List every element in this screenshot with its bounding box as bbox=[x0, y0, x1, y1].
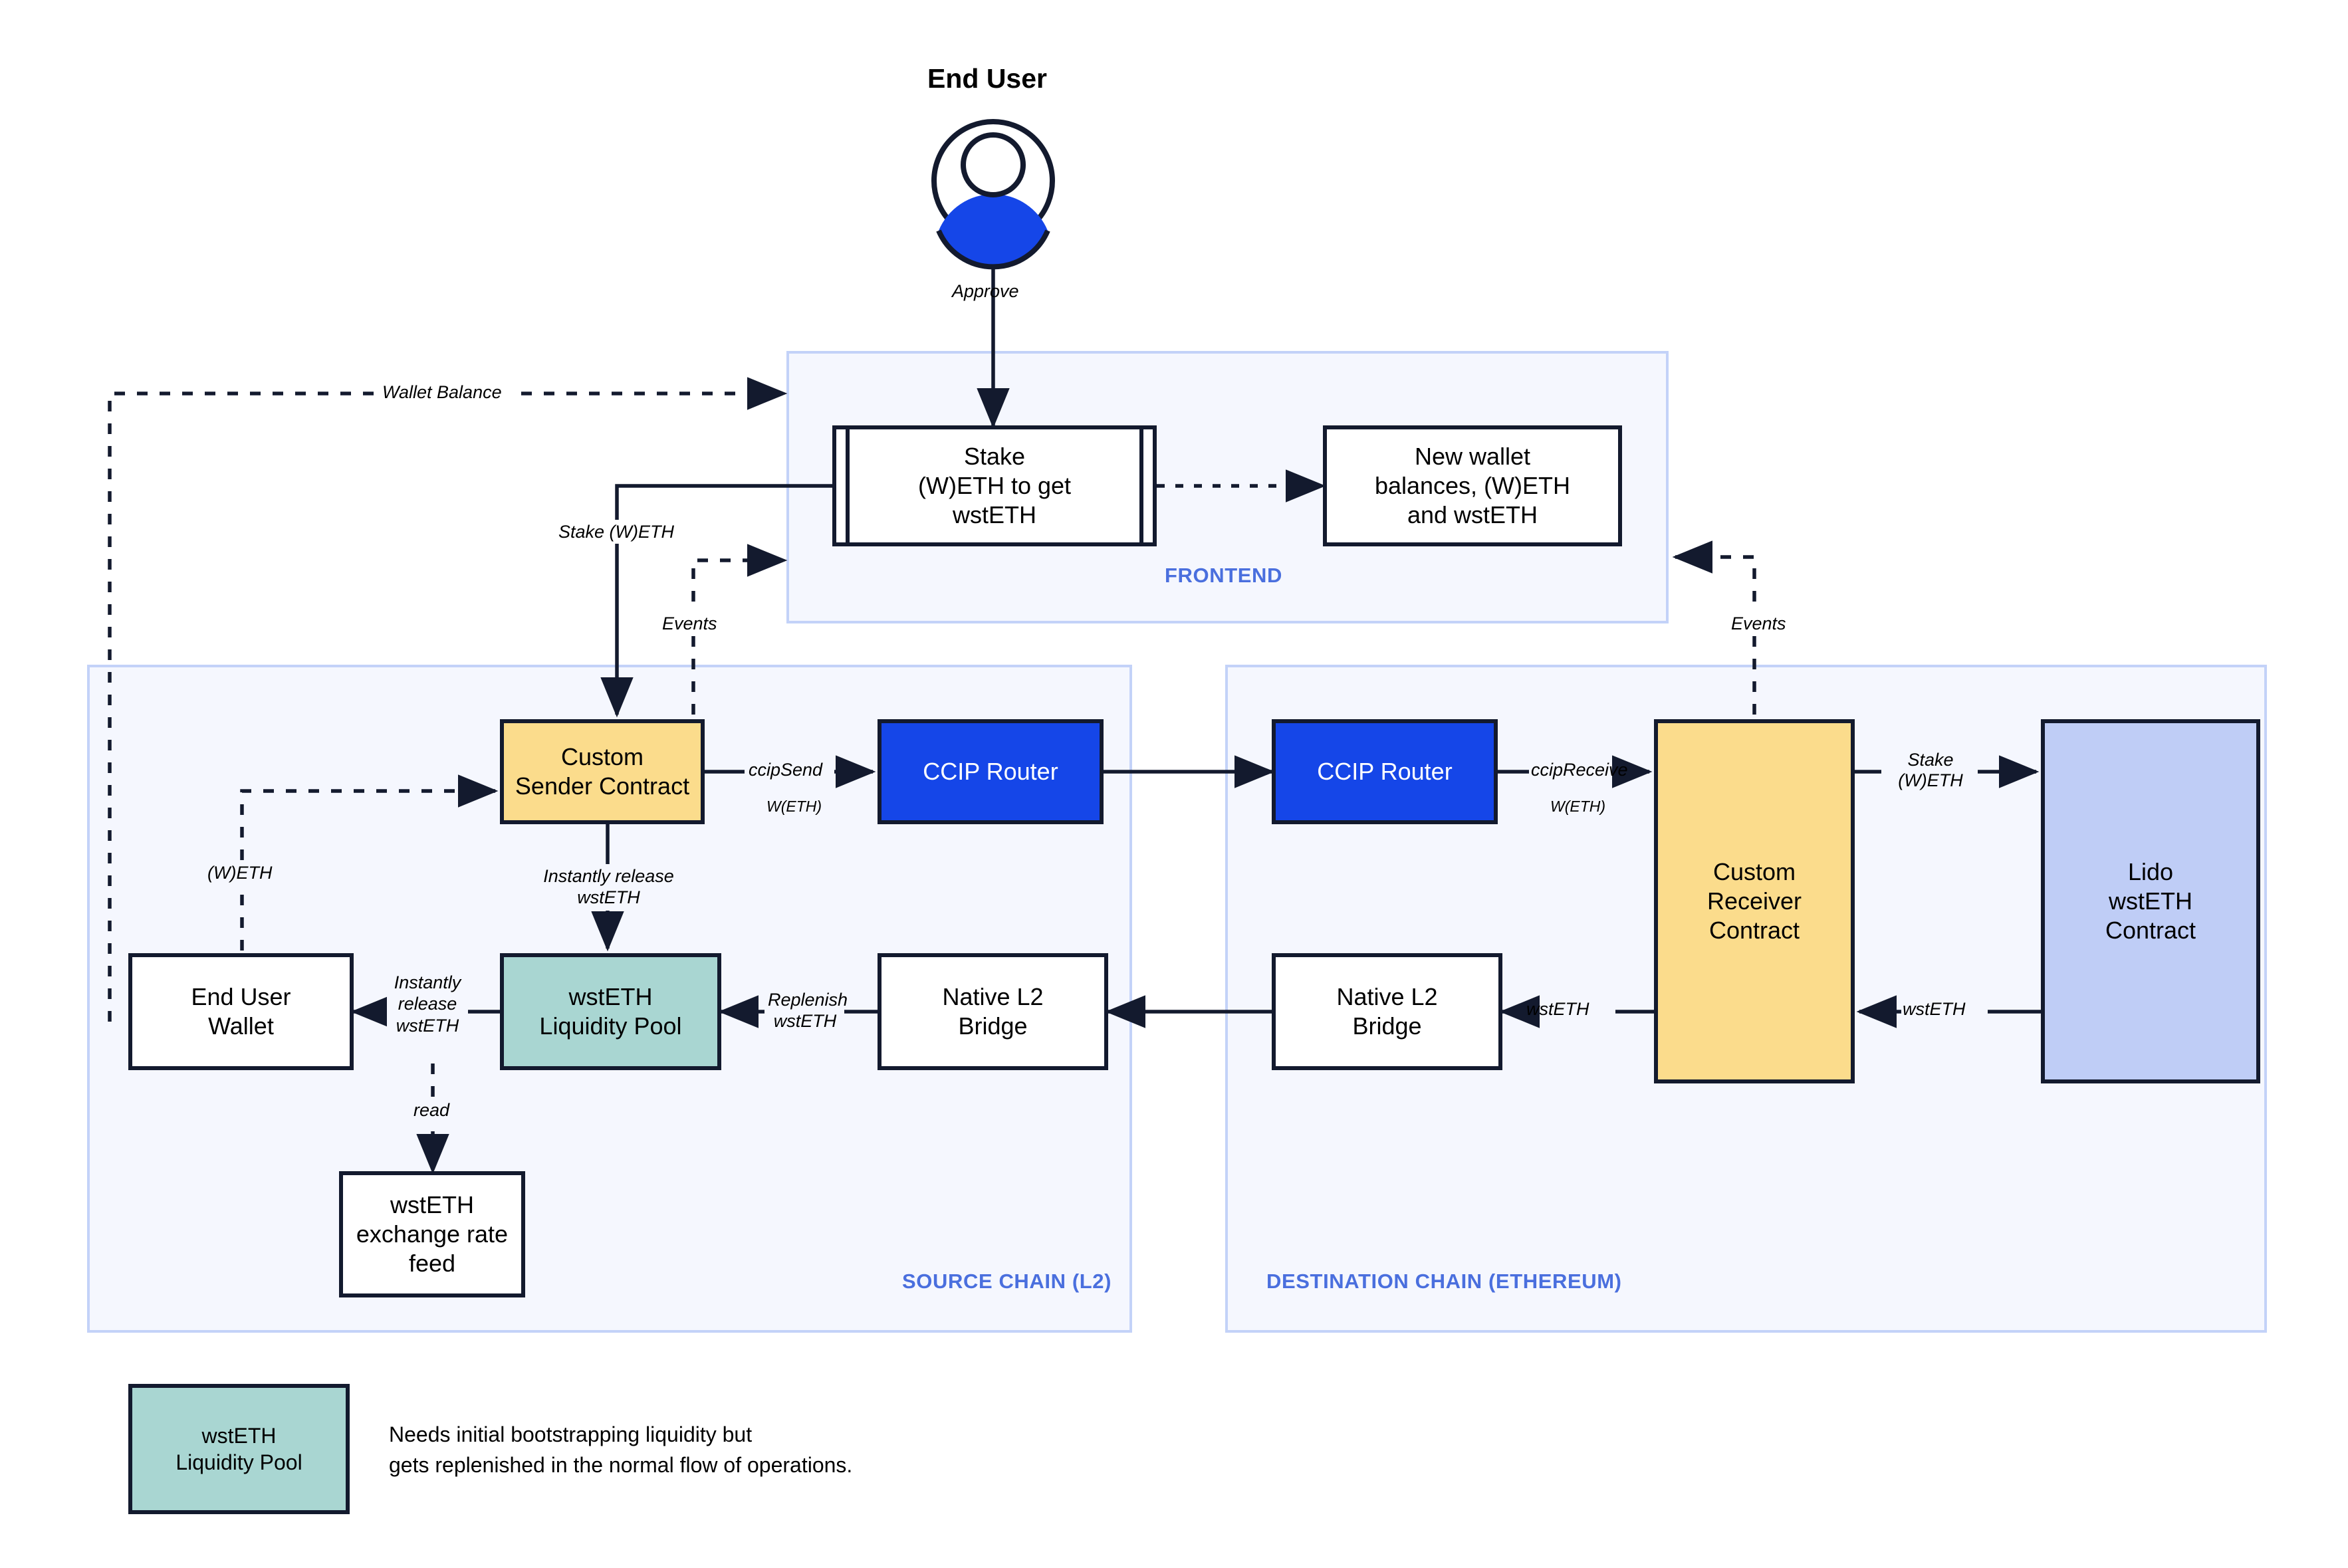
edge-label-approve: Approve bbox=[952, 281, 1019, 301]
user-avatar-icon bbox=[931, 119, 1055, 270]
edge-label-instantly-release-wallet: Instantly release wstETH bbox=[387, 972, 468, 1037]
node-lido-wsteth-contract: Lido wstETH Contract bbox=[2041, 719, 2260, 1083]
zone-frontend-label: FRONTEND bbox=[1165, 564, 1283, 587]
node-wsteth-liquidity-pool: wstETH Liquidity Pool bbox=[500, 953, 721, 1070]
node-new-wallet-balances: New wallet balances, (W)ETH and wstETH bbox=[1323, 425, 1622, 546]
node-custom-receiver-contract: Custom Receiver Contract bbox=[1654, 719, 1855, 1083]
edge-label-wsteth-middle: wstETH bbox=[1526, 999, 1589, 1019]
edge-label-ccip-send: ccipSend bbox=[749, 760, 823, 780]
zone-destination-chain-label: DESTINATION CHAIN (ETHEREUM) bbox=[1266, 1270, 1622, 1293]
edge-label-ccip-receive: ccipReceive bbox=[1531, 760, 1628, 780]
node-ccip-router-destination: CCIP Router bbox=[1272, 719, 1498, 824]
edge-label-ccip-receive-token: W(ETH) bbox=[1550, 798, 1606, 815]
node-native-l2-bridge-source: Native L2 Bridge bbox=[878, 953, 1108, 1070]
node-wsteth-exchange-rate-feed: wstETH exchange rate feed bbox=[339, 1171, 525, 1297]
edge-label-read: read bbox=[407, 1098, 457, 1123]
edge-label-wsteth-right: wstETH bbox=[1903, 999, 1966, 1019]
legend-note: Needs initial bootstrapping liquidity bu… bbox=[389, 1422, 853, 1478]
legend-swatch-liquidity-pool: wstETH Liquidity Pool bbox=[128, 1384, 350, 1514]
node-ccip-router-source: CCIP Router bbox=[878, 719, 1104, 824]
edge-label-events-destination: Events bbox=[1724, 612, 1793, 636]
node-end-user-wallet: End User Wallet bbox=[128, 953, 354, 1070]
edge-label-replenish: Replenish wstETH bbox=[768, 989, 848, 1032]
edge-label-instantly-release-pool: Instantly release wstETH bbox=[537, 865, 680, 909]
actor-title: End User bbox=[927, 63, 1047, 94]
edge-label-stake-weth-right: Stake (W)ETH bbox=[1898, 750, 1963, 791]
edge-label-weth: (W)ETH bbox=[201, 861, 279, 885]
edge-label-wallet-balance: Wallet Balance bbox=[374, 380, 510, 405]
node-native-l2-bridge-destination: Native L2 Bridge bbox=[1272, 953, 1502, 1070]
node-custom-sender-contract: Custom Sender Contract bbox=[500, 719, 705, 824]
edge-label-stake-weth: Stake (W)ETH bbox=[552, 520, 681, 544]
zone-source-chain-label: SOURCE CHAIN (L2) bbox=[902, 1270, 1112, 1293]
edge-label-ccip-send-token: W(ETH) bbox=[766, 798, 822, 815]
edge-label-events-source: Events bbox=[655, 612, 724, 636]
node-stake-form[interactable]: Stake (W)ETH to get wstETH bbox=[832, 425, 1157, 546]
